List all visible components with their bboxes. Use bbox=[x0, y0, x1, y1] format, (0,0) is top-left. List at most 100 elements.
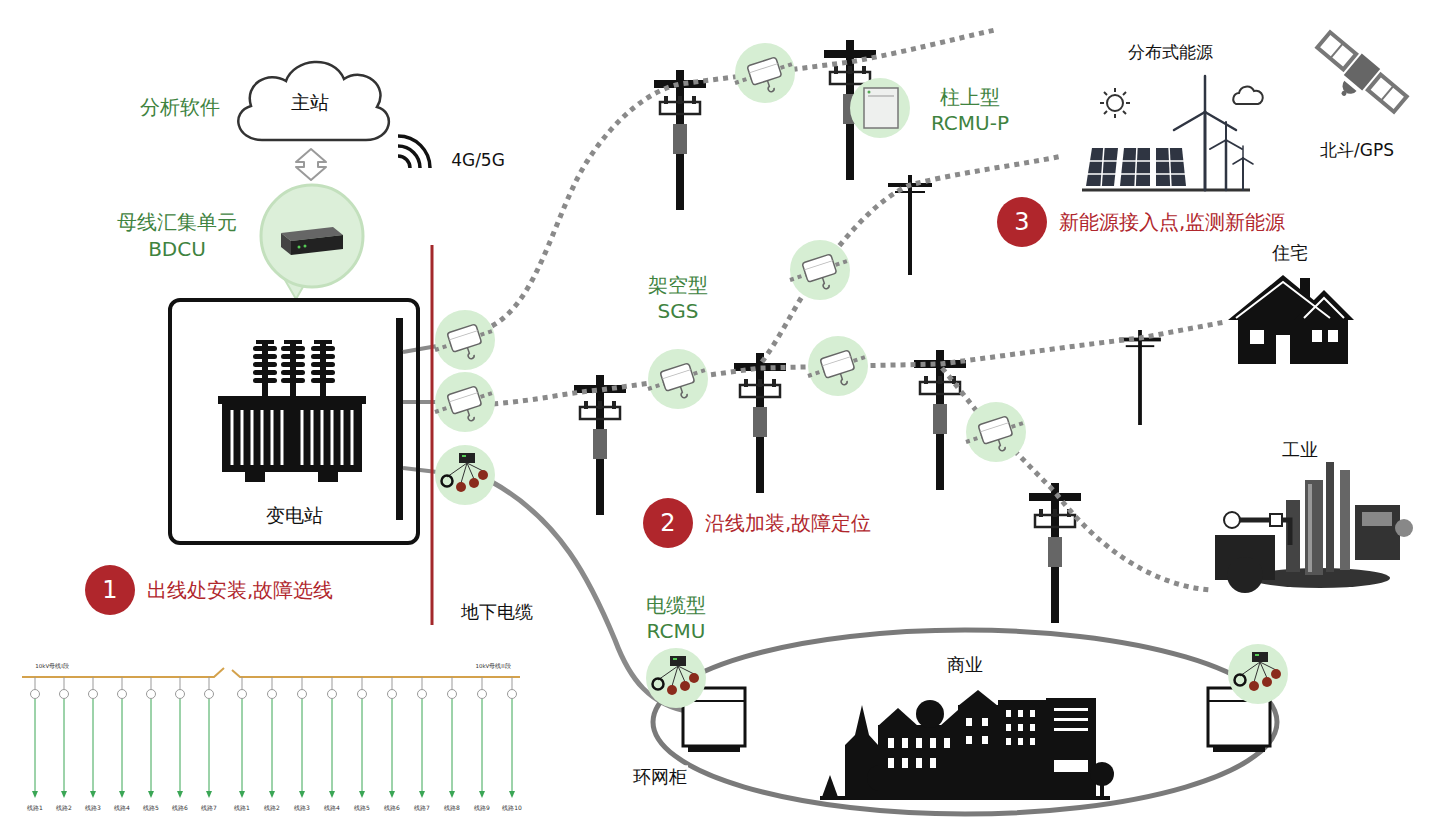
feeder bbox=[328, 677, 337, 798]
overhead-line bbox=[493, 322, 1225, 404]
device-heading: 母线汇集单元 BDCU bbox=[113, 209, 241, 263]
sgs-sensor bbox=[435, 372, 495, 432]
tank bbox=[222, 402, 362, 472]
callout: 2沿线加装,故障定位 bbox=[643, 498, 871, 548]
overhead-line bbox=[492, 30, 995, 326]
feeder bbox=[448, 677, 457, 798]
rcmu-sensor bbox=[435, 445, 495, 505]
feeder bbox=[205, 677, 214, 798]
caption-label: 分布式能源 bbox=[1127, 41, 1214, 63]
schematic-label: 线路9 bbox=[473, 804, 491, 812]
callout: 1出线处安装,故障选线 bbox=[85, 565, 333, 615]
pole bbox=[914, 350, 966, 490]
wind-turbines bbox=[1174, 76, 1253, 190]
sgs-sensor bbox=[735, 43, 795, 103]
caption-label: 北斗/GPS bbox=[1319, 139, 1395, 161]
wireless-arcs bbox=[398, 136, 430, 168]
feeder bbox=[89, 677, 98, 798]
ring-ellipse bbox=[653, 630, 1277, 814]
arc bbox=[398, 136, 430, 168]
schematic-label: 线路7 bbox=[200, 804, 218, 812]
insulator bbox=[253, 340, 277, 400]
caption-label: 柱上型 RCMU-P bbox=[919, 84, 1021, 136]
device-led bbox=[298, 246, 301, 249]
schematic-label: 线路7 bbox=[413, 804, 431, 812]
caption-label: 环网柜 bbox=[632, 765, 688, 788]
feeder bbox=[478, 677, 487, 798]
schematic-label: 线路1 bbox=[233, 804, 251, 812]
node-text: 商业 bbox=[947, 653, 983, 677]
callout-circle: 3 bbox=[997, 197, 1047, 247]
schematic-label: 线路3 bbox=[84, 804, 102, 812]
caption-label: 分析软件 bbox=[139, 94, 221, 120]
cloud-node: 主站 bbox=[224, 50, 396, 146]
fins bbox=[232, 410, 352, 465]
schematic-label: 线路10 bbox=[501, 804, 523, 812]
foot bbox=[318, 472, 338, 482]
schematic-label: 线路1 bbox=[26, 804, 44, 812]
feeder bbox=[238, 677, 247, 798]
schematic-label: 线路5 bbox=[142, 804, 160, 812]
pole bbox=[1119, 330, 1161, 425]
rcmu-sensor bbox=[1228, 644, 1288, 704]
schematic-label: 线路4 bbox=[323, 804, 341, 812]
callout-text: 出线处安装,故障选线 bbox=[147, 577, 333, 604]
schematic-label: 线路5 bbox=[353, 804, 371, 812]
pole bbox=[888, 175, 932, 275]
schematic-label: 线路8 bbox=[443, 804, 461, 812]
bubble-outline bbox=[259, 183, 365, 289]
feeder bbox=[508, 677, 517, 798]
cloud-icon bbox=[1233, 87, 1262, 104]
device-led bbox=[304, 245, 307, 248]
device-front bbox=[291, 235, 343, 255]
schematic-label: 线路6 bbox=[171, 804, 189, 812]
rcmu-sensor bbox=[646, 648, 706, 708]
schematic-label: 线路4 bbox=[113, 804, 131, 812]
feeder bbox=[358, 677, 367, 798]
caption-label: 4G/5G bbox=[450, 149, 506, 171]
feeder bbox=[176, 677, 185, 798]
busbar bbox=[396, 318, 403, 520]
overhead-lines bbox=[492, 30, 1225, 590]
arc bbox=[398, 156, 410, 168]
double-arrow bbox=[296, 149, 326, 180]
feeder bbox=[268, 677, 277, 798]
callout-number: 2 bbox=[660, 511, 675, 535]
pole bbox=[654, 70, 706, 210]
pole bbox=[574, 375, 626, 515]
sgs-sensor bbox=[808, 336, 868, 396]
foot bbox=[245, 472, 265, 482]
caption-label: 电缆型 RCMU bbox=[636, 592, 716, 644]
feeder bbox=[118, 677, 127, 798]
feeder bbox=[298, 677, 307, 798]
schematic-label: 线路2 bbox=[55, 804, 73, 812]
schematic-label: 线路6 bbox=[383, 804, 401, 812]
sgs-sensor bbox=[435, 310, 495, 370]
insulator bbox=[281, 340, 305, 400]
cloud-shape bbox=[238, 62, 389, 140]
sun-icon bbox=[1100, 88, 1130, 118]
device-bubble: 母线汇集单元 BDCU bbox=[259, 183, 365, 289]
overhead-line bbox=[762, 156, 1062, 362]
callout-number: 3 bbox=[1014, 210, 1029, 234]
overhead-line bbox=[942, 368, 1210, 590]
callout-circle: 2 bbox=[643, 498, 693, 548]
satellite-icon bbox=[1304, 29, 1409, 127]
feeder bbox=[31, 677, 40, 798]
sgs-sensor bbox=[966, 402, 1026, 462]
bus-schematic bbox=[22, 668, 520, 798]
caption-label: 住宅 bbox=[1271, 241, 1309, 264]
schematic-label: 10kV母线I段 bbox=[34, 663, 70, 670]
schematic-label: 线路3 bbox=[293, 804, 311, 812]
feeder bbox=[147, 677, 156, 798]
house-icon bbox=[1228, 275, 1354, 364]
arc bbox=[398, 146, 420, 168]
factory-icon bbox=[1215, 462, 1413, 593]
sgs-sensor bbox=[790, 240, 850, 300]
feeder bbox=[60, 677, 69, 798]
callout-text: 新能源接入点,监测新能源 bbox=[1059, 209, 1285, 236]
callout: 3 新能源接入点,监测新能源 bbox=[997, 197, 1285, 247]
